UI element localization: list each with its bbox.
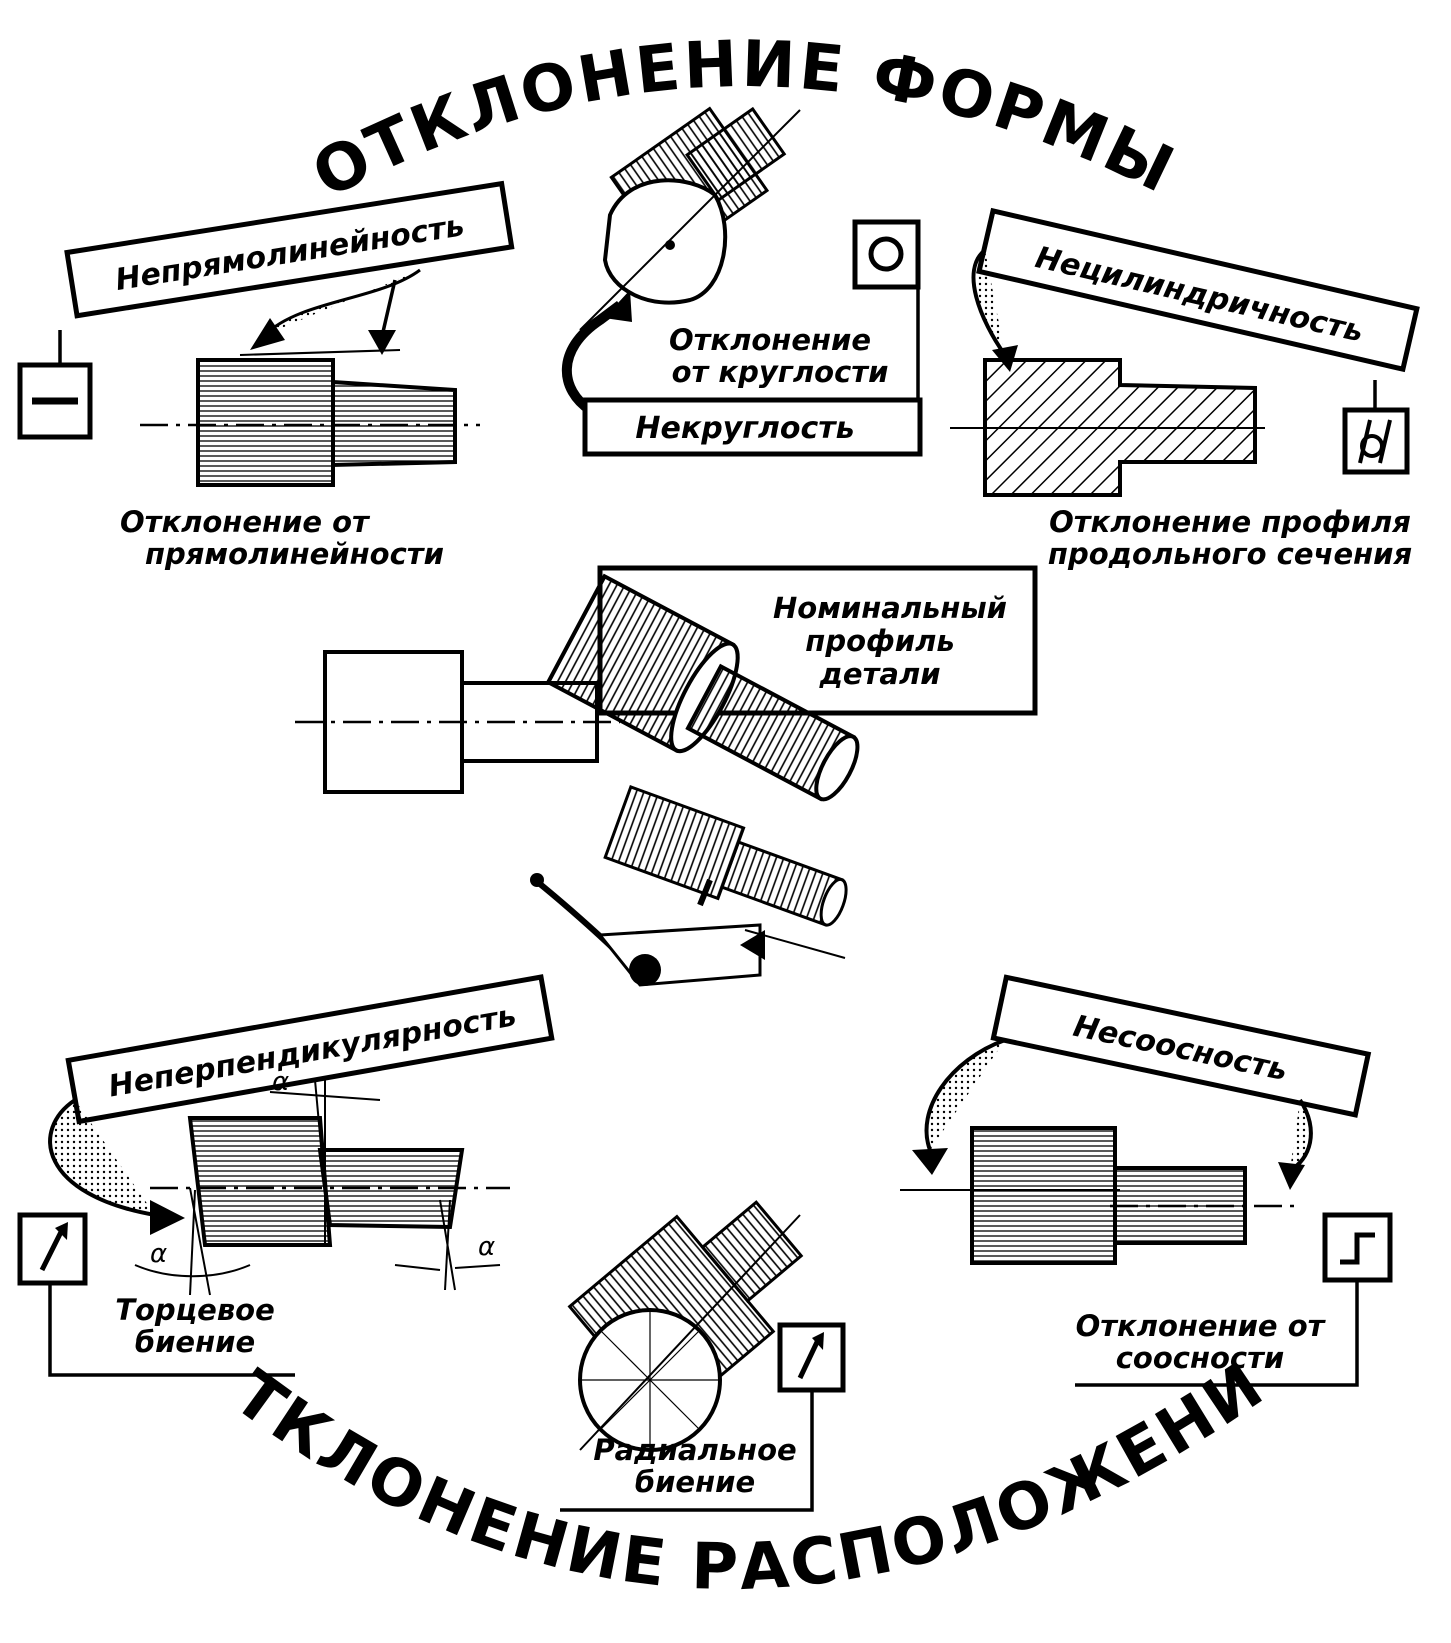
coaxiality-caption-2: соосности xyxy=(1116,1341,1285,1375)
cylindricity-group: Нецилиндричность Отклонение профиля прод… xyxy=(950,207,1420,571)
straightness-group: Непрямолинейность Отклонение от прямолин… xyxy=(17,180,515,571)
nominal-label-3: детали xyxy=(818,657,940,691)
roundness-symbol-icon xyxy=(852,219,921,290)
profile-caption-1: Отклонение профиля xyxy=(1049,505,1411,539)
coaxiality-group: Несоосность Отклонение от соосности xyxy=(900,974,1393,1387)
perpendicularity-plate xyxy=(65,974,555,1125)
cylindricity-symbol-icon xyxy=(1342,407,1410,475)
dial-indicator-icon xyxy=(530,785,848,987)
angle-label-right: α xyxy=(478,1232,495,1262)
nominal-label-1: Номинальный xyxy=(773,591,1007,625)
roundness-group: Некруглость Отклонение от круглости xyxy=(561,106,923,457)
straightness-caption-2: прямолинейности xyxy=(145,537,444,571)
roundness-caption-1: Отклонение xyxy=(669,323,871,357)
coaxiality-plate xyxy=(990,974,1372,1118)
cylindricity-plate xyxy=(976,207,1420,373)
radial-runout-group: Радиальное биение xyxy=(560,1200,846,1512)
nominal-profile-group: Номинальный профиль детали xyxy=(295,565,1038,802)
angle-label-left: α xyxy=(150,1239,167,1269)
roundness-plate-label: Некруглость xyxy=(635,411,854,446)
straightness-plate xyxy=(64,180,515,319)
straightness-caption-1: Отклонение от xyxy=(120,505,371,539)
perpendicularity-group: Неперпендикулярность α α α Торцевое биен… xyxy=(17,974,555,1377)
coaxiality-caption-1: Отклонение от xyxy=(1076,1309,1327,1343)
axial-runout-caption-2: биение xyxy=(135,1325,255,1359)
axial-runout-caption-1: Торцевое xyxy=(115,1293,275,1327)
roundness-caption-2: от круглости xyxy=(672,355,889,389)
radial-runout-caption-2: биение xyxy=(635,1465,755,1499)
angle-label-top: α xyxy=(272,1067,289,1097)
radial-runout-caption-1: Радиальное xyxy=(593,1433,796,1467)
profile-caption-2: продольного сечения xyxy=(1048,537,1412,571)
roundness-plate xyxy=(582,397,923,457)
nominal-label-2: профиль xyxy=(805,624,954,658)
